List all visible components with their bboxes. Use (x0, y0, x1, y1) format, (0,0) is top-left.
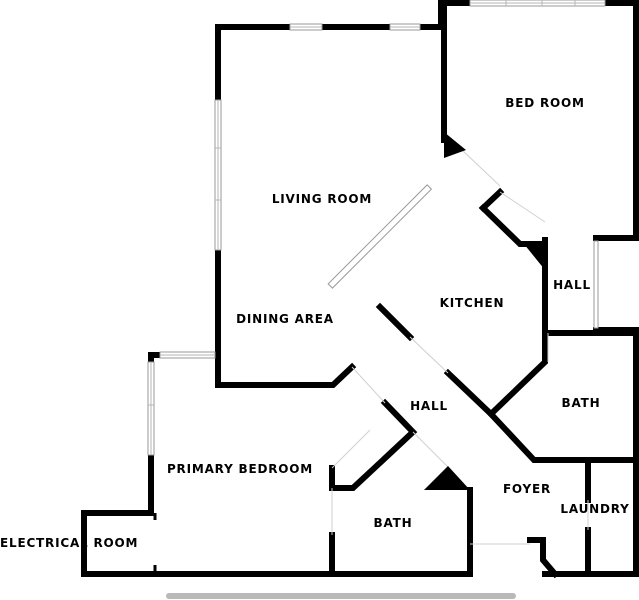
label-bath-east: BATH (562, 396, 601, 410)
interior-walls (153, 187, 639, 579)
label-hall-center: HALL (410, 399, 448, 413)
door-kitchen-hall (499, 191, 546, 223)
label-primary-bedroom: PRIMARY BEDROOM (167, 462, 313, 476)
living-south-wall (215, 362, 357, 388)
room-labels: BED ROOM LIVING ROOM HALL KITCHEN DINING… (0, 96, 629, 550)
kitchen-north-east (478, 203, 548, 247)
door-kitchen-west (409, 336, 449, 374)
door-swing-wedges (424, 132, 545, 490)
door-primary-closet (331, 429, 371, 469)
horizontal-scrollbar[interactable] (166, 593, 516, 599)
kitchen-north-wall (478, 187, 505, 213)
wedge-kitchen-hall (524, 244, 545, 270)
wedge-south-bath (424, 466, 470, 490)
door-south-bath (412, 431, 449, 468)
windows (147, 0, 606, 456)
label-electrical-room: ELECTRICAL ROOM (0, 536, 138, 550)
label-living-room: LIVING ROOM (272, 192, 372, 206)
window-kitchen-diagonal (327, 184, 433, 289)
label-kitchen: KITCHEN (440, 296, 505, 310)
wedge-bedroom-door (444, 132, 466, 158)
primary-closet-wall (329, 398, 418, 491)
exterior-walls (81, 0, 639, 577)
kitchen-west-wall-upper (375, 302, 415, 342)
kitchen-south-diagonal (443, 237, 548, 419)
living-room-west-wall (215, 24, 293, 388)
window-hall-closet (593, 240, 599, 329)
living-room-north-wall-east (417, 3, 444, 30)
foyer-closet-wall (527, 537, 560, 579)
door-primary-hall (351, 366, 386, 404)
bath-east-south-wall (486, 409, 639, 463)
label-dining-area: DINING AREA (236, 312, 334, 326)
label-bed-room: BED ROOM (505, 96, 584, 110)
label-foyer: FOYER (503, 482, 551, 496)
label-laundry: LAUNDRY (560, 502, 629, 516)
south-wall (81, 510, 473, 577)
label-bath-south: BATH (374, 516, 413, 530)
label-hall-east: HALL (553, 278, 591, 292)
doors (331, 149, 589, 545)
door-bedroom (461, 149, 501, 187)
primary-bedroom-west-wall (148, 352, 163, 515)
